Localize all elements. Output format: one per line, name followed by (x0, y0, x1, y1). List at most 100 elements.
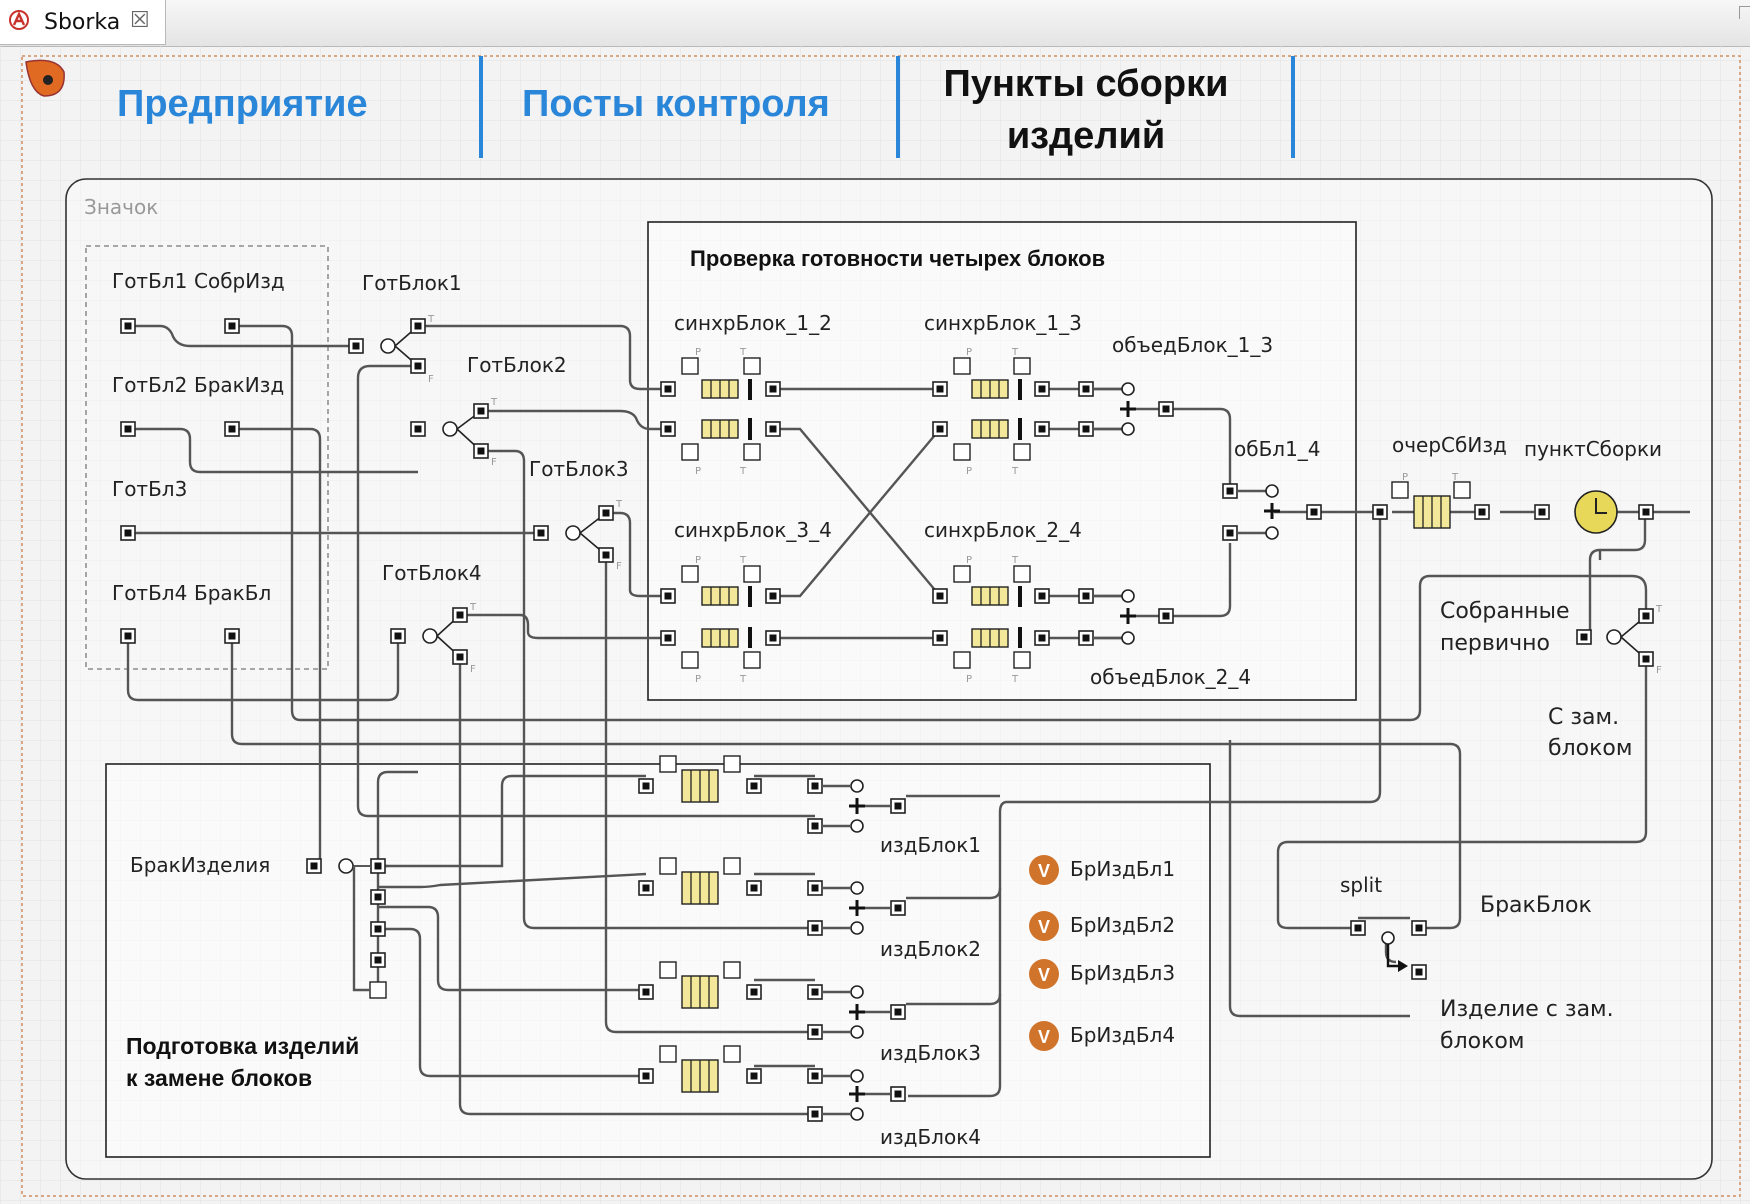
label-gotblok2: ГотБлок2 (467, 353, 567, 377)
label-sync34: синхрБлок_3_4 (674, 518, 832, 542)
label-izd3: издБлок3 (880, 1041, 981, 1065)
label-sync13: синхрБлок_1_3 (924, 311, 1082, 335)
select-output-gotblok1[interactable]: TF (348, 314, 435, 385)
svg-text:T: T (1011, 347, 1019, 358)
svg-text:V: V (1038, 917, 1050, 937)
delay-assembly[interactable] (1534, 490, 1654, 534)
svg-text:P: P (695, 347, 701, 358)
port-label-gotbl1: ГотБл1 (112, 269, 187, 293)
variable-label-3[interactable]: БрИздБл3 (1070, 961, 1175, 985)
variable-list[interactable]: V V V V (1029, 855, 1059, 1051)
label-assembled-1: Собранные (1440, 599, 1570, 624)
label-sync24: синхрБлок_2_4 (924, 518, 1082, 542)
variable-icon: V (1029, 855, 1059, 885)
select-output-gotblok3[interactable]: TF (533, 499, 623, 572)
join-block-1-4[interactable] (1222, 483, 1322, 541)
label-item-replaced-1: Изделие с зам. (1440, 997, 1614, 1022)
join-block-1-3[interactable] (1078, 381, 1174, 437)
select-output-gotblok2[interactable]: TF (410, 397, 498, 468)
svg-text:T: T (1011, 674, 1019, 685)
svg-text:P: P (966, 674, 972, 685)
svg-text:F: F (616, 561, 622, 572)
start-marker-icon[interactable] (25, 59, 65, 97)
port-label-sobrizd: СобрИзд (194, 269, 285, 293)
label-izd2: издБлок2 (880, 937, 981, 961)
close-icon[interactable]: ☒ (130, 8, 150, 33)
variable-label-1[interactable]: БрИздБл1 (1070, 857, 1175, 881)
input-ports-group (85, 245, 329, 670)
svg-text:P: P (966, 466, 972, 477)
model-icon (9, 10, 29, 30)
svg-text:P: P (966, 347, 972, 358)
label-split: split (1340, 873, 1382, 897)
sync-block-3-4[interactable]: P T P T (660, 555, 781, 685)
svg-text:P: P (695, 555, 701, 566)
port-label-gotbl4: ГотБл4 (112, 581, 187, 605)
label-sync12: синхрБлок_1_2 (674, 311, 832, 335)
svg-text:P: P (1402, 472, 1408, 483)
select-output-brakizdeliya[interactable] (306, 858, 387, 999)
svg-text:T: T (1011, 555, 1019, 566)
nav-link-control-posts[interactable]: Посты контроля (522, 83, 830, 125)
label-obbl14: обБл1_4 (1234, 437, 1321, 461)
svg-text:F: F (428, 374, 434, 385)
tab-sborka[interactable]: Sborka ☒ (0, 0, 166, 45)
svg-text:T: T (1011, 466, 1019, 477)
variable-label-2[interactable]: БрИздБл2 (1070, 913, 1175, 937)
svg-text:F: F (470, 664, 476, 675)
svg-text:T: T (469, 602, 477, 613)
canvas-frame (21, 55, 1741, 1197)
svg-text:T: T (490, 397, 498, 408)
model-canvas[interactable]: Предприятие Посты контроля Пункты сборки… (0, 46, 1750, 1204)
window-corner (1739, 6, 1750, 19)
preparation-box (105, 763, 1211, 1158)
label-gotblok1: ГотБлок1 (362, 271, 462, 295)
svg-text:P: P (695, 674, 701, 685)
svg-text:T: T (427, 314, 435, 325)
label-item-replaced-2: блоком (1440, 1029, 1524, 1054)
join-block-2-4[interactable] (1078, 588, 1174, 646)
nav-link-enterprise[interactable]: Предприятие (117, 83, 368, 125)
sync-block-1-3[interactable]: P T P T (932, 347, 1050, 477)
svg-text:V: V (1038, 965, 1050, 985)
prep-row-3[interactable] (638, 961, 906, 1040)
readiness-check-title: Проверка готовности четырех блоков (690, 246, 1105, 271)
svg-text:T: T (739, 466, 747, 477)
svg-text:F: F (1656, 665, 1662, 676)
variable-icon: V (1029, 1021, 1059, 1051)
port-label-gotbl2: ГотБл2 (112, 373, 187, 397)
prep-row-4[interactable] (638, 1045, 906, 1122)
svg-text:T: T (739, 555, 747, 566)
prep-row-1[interactable] (638, 755, 906, 834)
svg-text:T: T (1451, 472, 1459, 483)
sync-block-1-2[interactable]: P T P T (660, 347, 781, 477)
svg-text:P: P (966, 555, 972, 566)
label-assembled-2: первично (1440, 631, 1550, 656)
variable-label-4[interactable]: БрИздБл4 (1070, 1023, 1175, 1047)
port-label-brakbl: БракБл (194, 581, 271, 605)
split-block[interactable] (1350, 920, 1427, 980)
readiness-check-box (647, 221, 1357, 701)
svg-text:V: V (1038, 1027, 1050, 1047)
port-label-gotbl3: ГотБл3 (112, 477, 187, 501)
label-join24: объедБлок_2_4 (1090, 665, 1251, 689)
svg-text:P: P (695, 466, 701, 477)
svg-text:T: T (1655, 604, 1663, 615)
sync-block-2-4[interactable]: P T P T (932, 555, 1050, 685)
select-output-gotblok4[interactable]: TF (390, 602, 477, 675)
tab-title: Sborka (44, 10, 121, 35)
label-join13: объедБлок_1_3 (1112, 333, 1273, 357)
svg-text:T: T (739, 674, 747, 685)
label-replaced-1: С зам. (1548, 705, 1619, 730)
label-brakizdeliya: БракИзделия (130, 853, 270, 877)
label-brakblok: БракБлок (1480, 893, 1592, 918)
process-diagram: Предприятие Посты контроля Пункты сборки… (0, 46, 1750, 1204)
label-gotblok3: ГотБлок3 (529, 457, 629, 481)
select-output-assembled[interactable]: TF (1576, 604, 1663, 676)
variable-icon: V (1029, 959, 1059, 989)
page-title-line1: Пункты сборки (944, 63, 1229, 105)
prep-row-2[interactable] (638, 857, 906, 936)
svg-text:T: T (739, 347, 747, 358)
svg-text:F: F (491, 457, 497, 468)
